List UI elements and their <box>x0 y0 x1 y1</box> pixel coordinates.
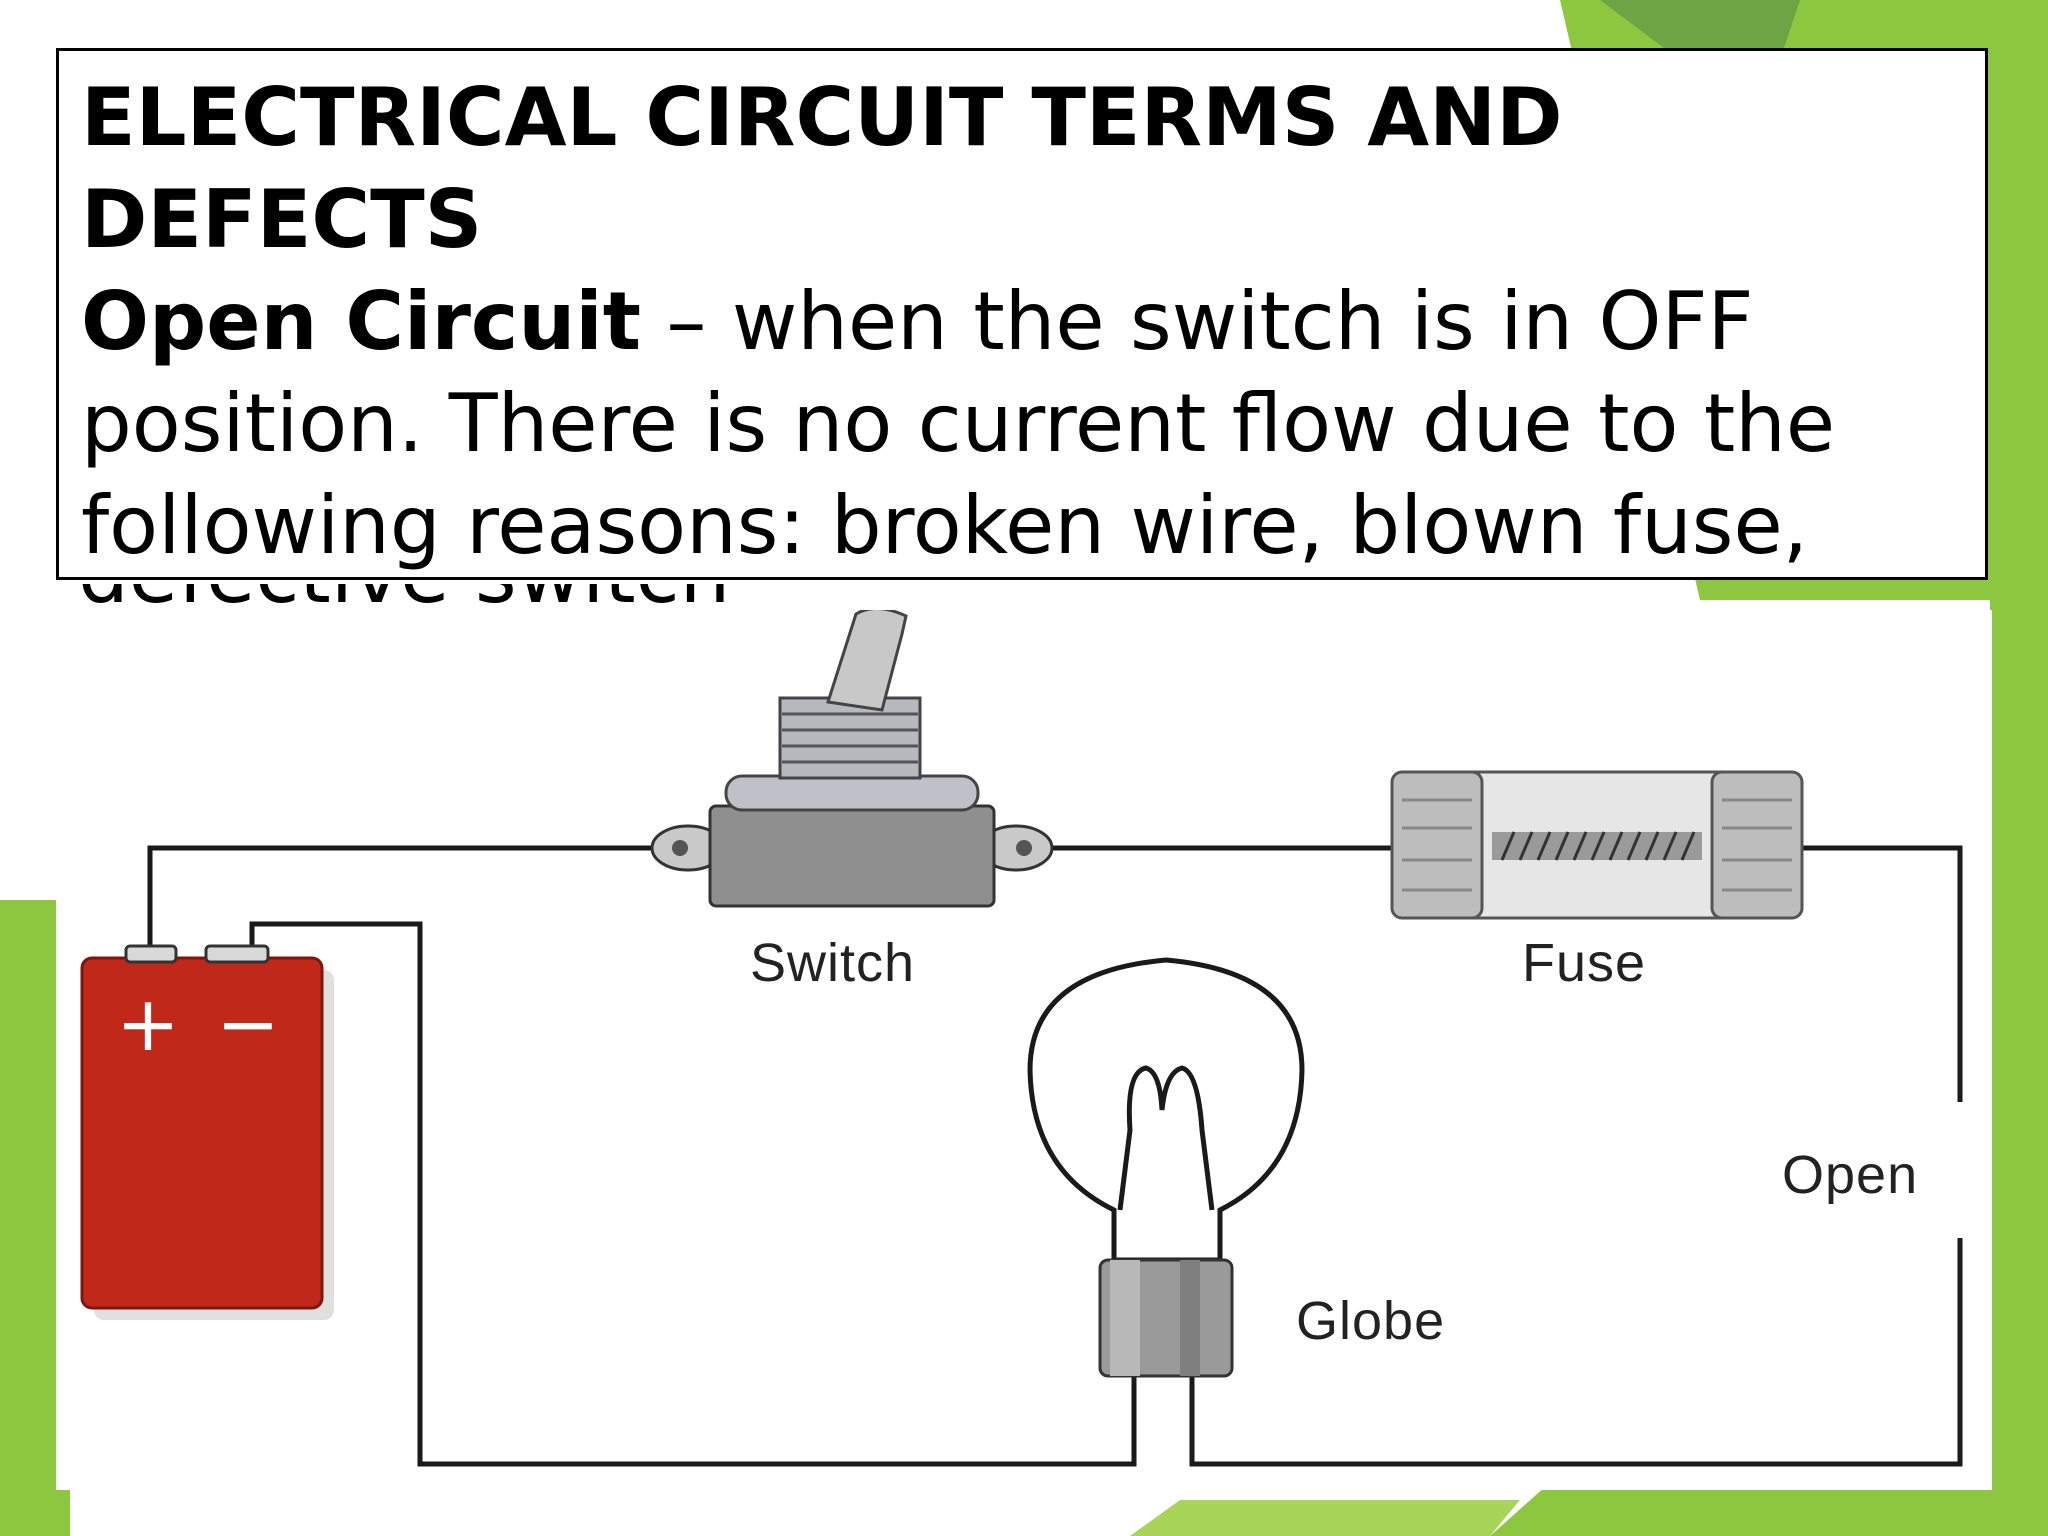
wire-globe-to-negative <box>249 921 1137 1467</box>
definition-paragraph: Open Circuit – when the switch is in OFF… <box>81 271 1965 577</box>
circuit-wires <box>147 845 1963 1467</box>
green-accent-left <box>0 900 70 1536</box>
battery-positive-symbol: + <box>116 979 180 1068</box>
light-bulb-icon <box>1027 957 1305 1378</box>
circuit-diagram: + − <box>56 610 1992 1490</box>
fuse-icon <box>1390 770 1804 920</box>
slide-title: ELECTRICAL CIRCUIT TERMS AND DEFECTS <box>81 71 1563 266</box>
battery-icon: + − <box>80 944 334 1320</box>
green-accent-bottom <box>1130 1500 1520 1536</box>
open-label: Open <box>1782 1145 1919 1205</box>
circuit-svg: + − <box>80 610 1963 1467</box>
green-accent-right-strip <box>1990 0 2048 1536</box>
wire-open-to-globe <box>1189 1238 1963 1467</box>
wire-fuse-to-open <box>1802 845 1963 1102</box>
wire-positive-to-switch <box>147 845 668 950</box>
text-box: ELECTRICAL CIRCUIT TERMS AND DEFECTS Ope… <box>56 48 1988 580</box>
fuse-label: Fuse <box>1522 933 1647 993</box>
battery-negative-symbol: − <box>216 979 280 1068</box>
switch-label: Switch <box>750 933 916 993</box>
term-definition: – when the switch is in OFF position. Th… <box>81 275 1836 572</box>
toggle-switch-icon <box>650 610 1054 908</box>
globe-label: Globe <box>1296 1291 1446 1351</box>
term-label: Open Circuit <box>81 275 641 368</box>
